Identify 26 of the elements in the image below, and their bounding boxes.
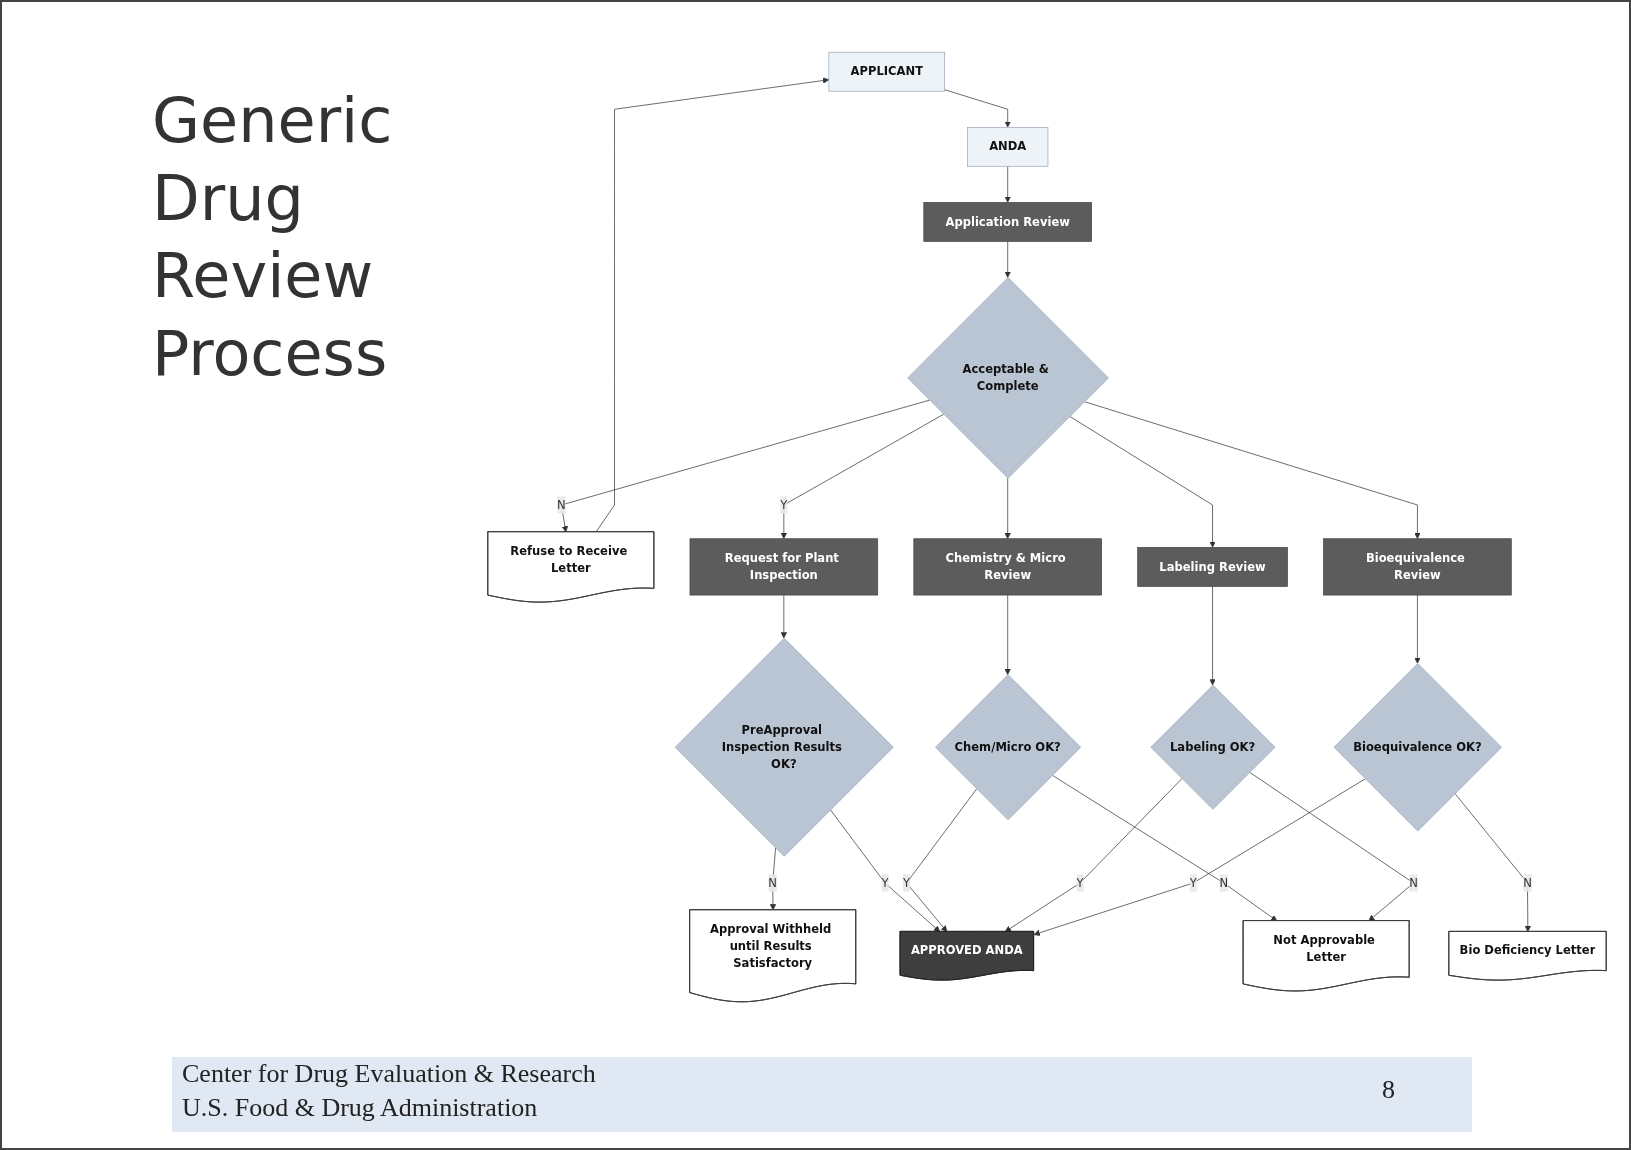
node-box: Application Review — [923, 202, 1092, 242]
edge-label: N — [557, 497, 566, 512]
node-box: Request for Plant Inspection — [689, 538, 879, 596]
page-number: 8 — [1382, 1075, 1395, 1105]
edge-label: N — [1219, 875, 1229, 890]
edge-label: Y — [1076, 875, 1084, 890]
node-diamond: PreApproval Inspection Results OK? — [674, 637, 894, 857]
node-box: Chemistry & Micro Review — [913, 538, 1102, 596]
edge-label: N — [1409, 875, 1418, 890]
edge-label: Y — [902, 875, 911, 890]
node-diamond: Labeling OK? — [1150, 684, 1276, 810]
node-box: Labeling Review — [1137, 547, 1288, 587]
edge-label: N — [1523, 875, 1532, 890]
edge-label: Y — [1189, 875, 1197, 890]
footer-text: U.S. Food & Drug Administration — [182, 1093, 538, 1123]
edge-label: Y — [881, 875, 889, 890]
node-box: ANDA — [967, 126, 1049, 167]
title: Generic Drug Review Process — [152, 83, 394, 392]
edge-label: N — [768, 875, 778, 890]
node-box: APPLICANT — [828, 51, 946, 92]
node-box: Bioequivalence Review — [1323, 538, 1512, 596]
node-diamond: Chem/Micro OK? — [935, 674, 1082, 821]
footer-text: Center for Drug Evaluation & Research — [182, 1059, 596, 1089]
edge-label: Y — [780, 497, 788, 512]
node-diamond: Bioequivalence OK? — [1333, 663, 1502, 832]
node-diamond: Acceptable & Complete — [907, 277, 1109, 479]
